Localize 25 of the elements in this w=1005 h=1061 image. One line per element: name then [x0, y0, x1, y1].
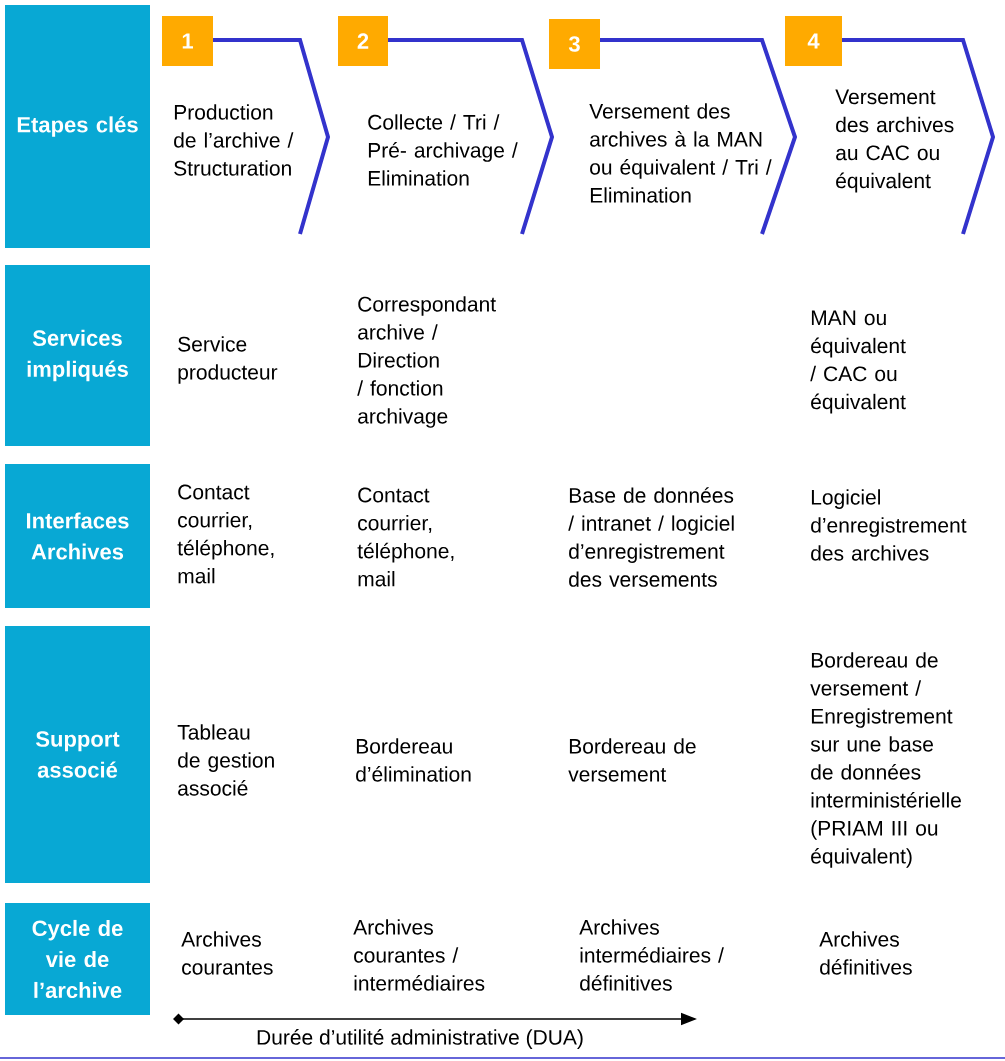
cell-text: Bordereau d’élimination [356, 738, 471, 782]
cell-text: Archives courantes [181, 931, 273, 975]
row-header-box: Services impliqués [5, 265, 150, 446]
row-header-box: Cycle de vie de l’archive [5, 903, 150, 1015]
row-header-box: Support associé [5, 626, 150, 883]
cell-text: Tableau de gestion associé [177, 724, 274, 796]
cell-text: Base de données / intranet / logiciel d’enregistrement des versements [568, 487, 734, 587]
duration-label: Durée d’utilité administrative (DUA) [257, 1029, 583, 1049]
cell-text: Contact courrier, téléphone, mail [177, 484, 274, 584]
step-number: 4 [785, 16, 842, 66]
row-header-box: Interfaces Archives [5, 464, 150, 608]
cell-text: Archives courantes / intermédiaires [353, 919, 485, 991]
cell-text: Bordereau de versement [568, 738, 696, 782]
step-number: 2 [338, 16, 388, 66]
cell-text: Contact courrier, téléphone, mail [357, 487, 454, 587]
cell-text: MAN ou équivalent / CAC ou équivalent [810, 310, 906, 414]
cell-text: Archives intermédiaires / définitives [579, 919, 724, 991]
cell-text: Correspondant archive / Direction / fonction archivage [357, 296, 496, 428]
cell-text: Logiciel d’enregistrement des archives [811, 489, 967, 561]
cell-text: Bordereau de versement / Enregistrement sur une base de données interministérielle (PRIAM III ou équivalent) [810, 652, 961, 868]
cell-text: Service producteur [178, 336, 278, 384]
row-header-box: Etapes clés [5, 5, 150, 248]
step-number: 3 [549, 19, 600, 69]
cell-text: Archives définitives [819, 931, 912, 975]
step-number: 1 [162, 16, 213, 66]
